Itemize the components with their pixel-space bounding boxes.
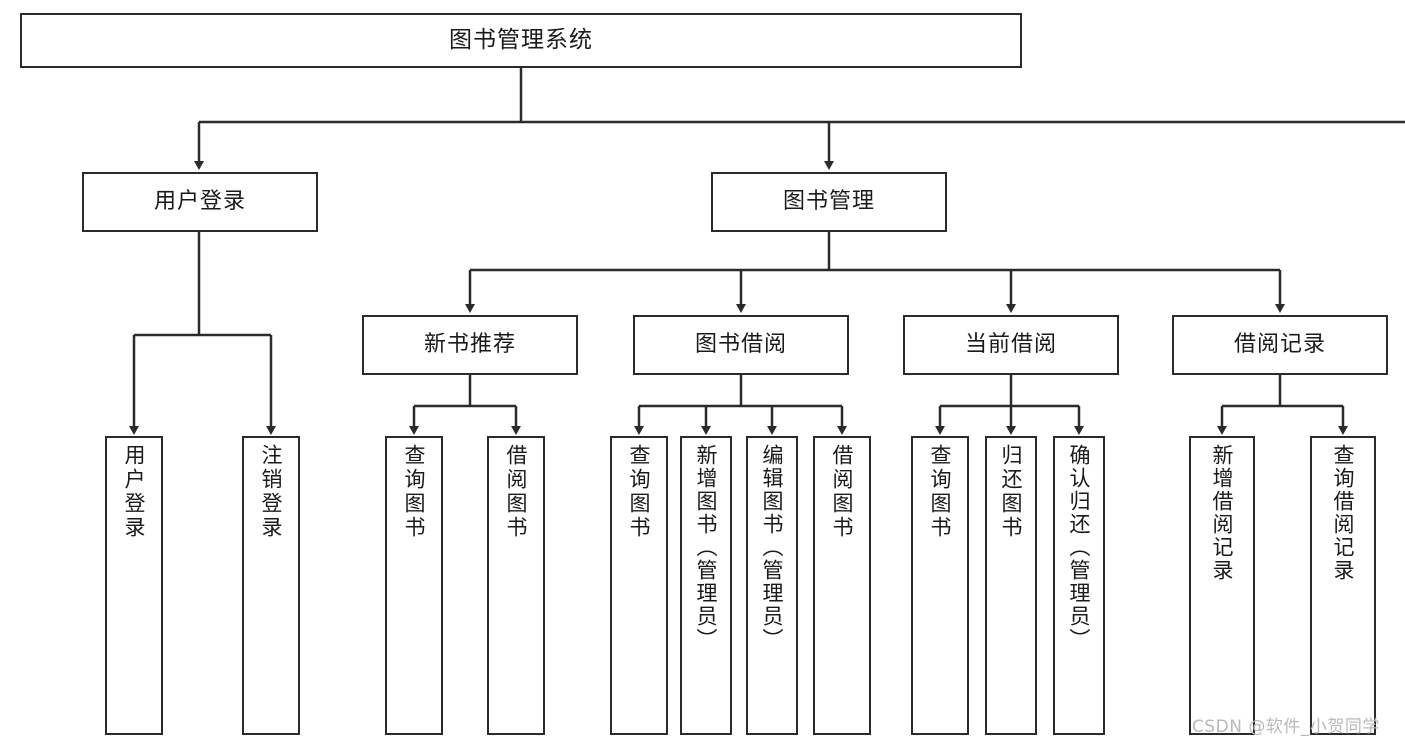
leaf-query-record-label: 查询借阅记录 <box>1331 444 1356 582</box>
node-book-manage-label: 图书管理 <box>782 188 875 214</box>
leaf-add-record-label: 新增借阅记录 <box>1210 444 1235 582</box>
node-book-borrow-label: 图书借阅 <box>694 331 787 357</box>
node-borrow-record[interactable]: 借阅记录 <box>1172 315 1388 375</box>
node-book-borrow[interactable]: 图书借阅 <box>633 315 849 375</box>
csdn-watermark: CSDN @软件_小贺同学 <box>1192 717 1380 737</box>
leaf-query-book-1[interactable]: 查询图书 <box>385 436 443 735</box>
node-root-label: 图书管理系统 <box>449 26 593 53</box>
leaf-user-login-label: 用户登录 <box>122 444 147 540</box>
node-user-login-label: 用户登录 <box>153 188 246 214</box>
leaf-return-book[interactable]: 归还图书 <box>985 436 1037 735</box>
node-root[interactable]: 图书管理系统 <box>20 13 1022 68</box>
leaf-add-record[interactable]: 新增借阅记录 <box>1189 436 1255 735</box>
leaf-query-book-2-label: 查询图书 <box>627 444 652 540</box>
leaf-add-book-label: 新增图书（管理员） <box>694 444 719 651</box>
node-book-manage[interactable]: 图书管理 <box>711 172 947 232</box>
node-current-borrow[interactable]: 当前借阅 <box>903 315 1119 375</box>
leaf-query-book-3[interactable]: 查询图书 <box>911 436 969 735</box>
node-borrow-record-label: 借阅记录 <box>1233 331 1326 357</box>
leaf-edit-book-label: 编辑图书（管理员） <box>760 444 785 651</box>
leaf-borrow-book-2[interactable]: 借阅图书 <box>813 436 871 735</box>
leaf-query-book-2[interactable]: 查询图书 <box>610 436 668 735</box>
leaf-query-book-1-label: 查询图书 <box>402 444 427 540</box>
node-new-book-rec-label: 新书推荐 <box>423 331 516 357</box>
leaf-query-book-3-label: 查询图书 <box>928 444 953 540</box>
leaf-query-record[interactable]: 查询借阅记录 <box>1310 436 1376 735</box>
leaf-logout[interactable]: 注销登录 <box>242 436 300 735</box>
leaf-borrow-book-1-label: 借阅图书 <box>504 444 529 540</box>
leaf-return-book-label: 归还图书 <box>999 444 1024 540</box>
node-current-borrow-label: 当前借阅 <box>964 331 1057 357</box>
leaf-borrow-book-1[interactable]: 借阅图书 <box>487 436 545 735</box>
node-user-login[interactable]: 用户登录 <box>82 172 318 232</box>
leaf-confirm-return-label: 确认归还（管理员） <box>1067 444 1092 651</box>
leaf-borrow-book-2-label: 借阅图书 <box>830 444 855 540</box>
node-new-book-rec[interactable]: 新书推荐 <box>362 315 578 375</box>
leaf-logout-label: 注销登录 <box>259 444 284 540</box>
leaf-confirm-return[interactable]: 确认归还（管理员） <box>1053 436 1105 735</box>
leaf-edit-book[interactable]: 编辑图书（管理员） <box>746 436 798 735</box>
leaf-add-book[interactable]: 新增图书（管理员） <box>680 436 732 735</box>
leaf-user-login[interactable]: 用户登录 <box>105 436 163 735</box>
